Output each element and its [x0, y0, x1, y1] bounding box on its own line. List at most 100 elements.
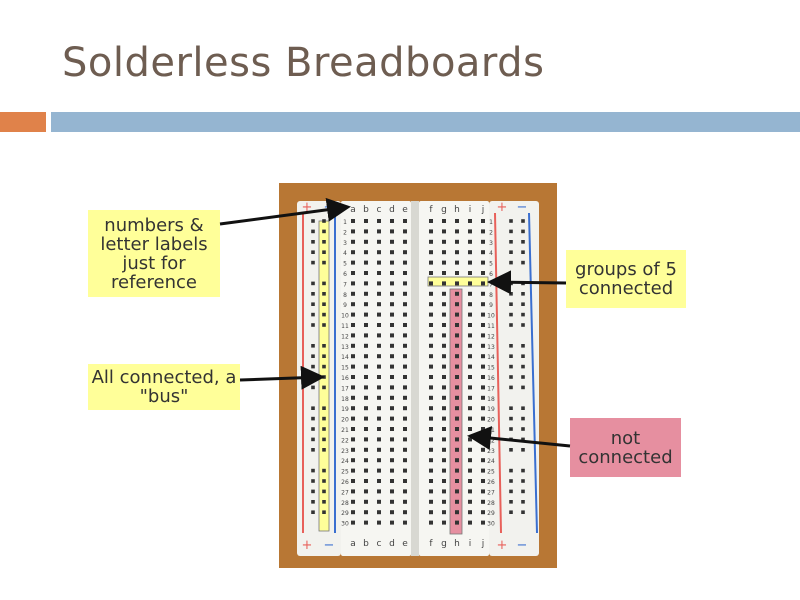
rail-hole — [311, 489, 315, 494]
rail-hole — [322, 250, 326, 254]
hole — [364, 385, 368, 390]
hole — [429, 354, 433, 359]
hole — [377, 260, 381, 265]
hole — [377, 458, 381, 463]
column-letter-c: c — [377, 205, 382, 215]
plus-sign: + — [302, 200, 313, 215]
hole — [377, 395, 381, 400]
hole — [429, 260, 433, 265]
row-number: 26 — [341, 479, 349, 486]
center-channel — [411, 201, 419, 556]
rail-hole — [521, 479, 525, 483]
hole — [455, 427, 459, 431]
row-number: 25 — [341, 469, 349, 476]
minus-sign: − — [517, 200, 528, 215]
hole — [455, 499, 459, 504]
row-number: 4 — [343, 250, 347, 257]
row-number: 9 — [343, 302, 347, 309]
row-number: 1 — [343, 219, 347, 226]
hole — [481, 271, 485, 275]
hole — [455, 510, 459, 515]
hole — [351, 437, 355, 442]
hole — [455, 458, 459, 463]
hole — [377, 271, 381, 275]
hole — [390, 260, 394, 265]
hole — [481, 312, 485, 317]
hole — [442, 229, 446, 234]
hole — [377, 302, 381, 307]
rail-hole — [311, 344, 315, 348]
row-number: 25 — [487, 469, 495, 476]
hole — [403, 333, 407, 338]
hole — [481, 468, 485, 473]
hole — [351, 489, 355, 494]
rail-hole — [521, 500, 525, 504]
hole — [442, 281, 446, 286]
row-number: 21 — [487, 427, 495, 434]
hole — [364, 333, 368, 338]
rail-hole — [509, 281, 513, 286]
rail-hole — [322, 489, 326, 494]
rail-hole — [322, 500, 326, 504]
hole — [468, 250, 472, 255]
hole — [429, 395, 433, 400]
hole — [377, 499, 381, 504]
hole — [377, 323, 381, 327]
minus-sign: − — [324, 200, 335, 215]
rail-hole — [322, 375, 326, 379]
hole — [390, 323, 394, 327]
hole — [455, 395, 459, 400]
rail-hole — [322, 312, 326, 317]
rail-hole — [322, 416, 326, 421]
rail-hole — [311, 479, 315, 483]
rail-hole — [311, 500, 315, 504]
hole — [429, 416, 433, 421]
row-number: 20 — [341, 417, 349, 424]
hole — [429, 281, 433, 286]
rail-hole — [521, 416, 525, 421]
rail-hole — [509, 468, 513, 473]
hole — [377, 250, 381, 255]
hole — [481, 333, 485, 338]
hole — [468, 333, 472, 338]
hole — [429, 250, 433, 255]
rail-hole — [322, 229, 326, 234]
rail-hole — [322, 448, 326, 452]
hole — [377, 447, 381, 452]
hole — [442, 499, 446, 504]
hole — [364, 281, 368, 286]
hole — [468, 489, 472, 494]
hole — [468, 302, 472, 307]
hole — [403, 271, 407, 275]
hole — [442, 302, 446, 307]
row-number: 21 — [341, 427, 349, 434]
hole — [351, 427, 355, 431]
hole — [442, 406, 446, 411]
hole — [377, 219, 381, 223]
hole — [364, 229, 368, 234]
hole — [351, 291, 355, 296]
rail-hole — [521, 510, 525, 514]
hole — [468, 271, 472, 275]
hole — [429, 447, 433, 452]
row-number: 1 — [489, 219, 493, 226]
hole — [403, 499, 407, 504]
hole — [429, 302, 433, 307]
accent-bar-orange — [0, 112, 46, 132]
hole — [390, 468, 394, 473]
row-number: 8 — [343, 292, 347, 299]
minus-sign: − — [517, 538, 528, 553]
hole — [351, 312, 355, 317]
hole — [390, 364, 394, 369]
row-number: 3 — [343, 240, 347, 247]
hole — [403, 312, 407, 317]
rail-hole — [509, 479, 513, 483]
column-letter-i: i — [469, 539, 472, 549]
hole — [351, 271, 355, 275]
hole — [455, 323, 459, 327]
hole — [377, 291, 381, 296]
hole — [351, 468, 355, 473]
hole — [364, 302, 368, 307]
rail-hole — [509, 219, 513, 223]
hole — [364, 510, 368, 515]
